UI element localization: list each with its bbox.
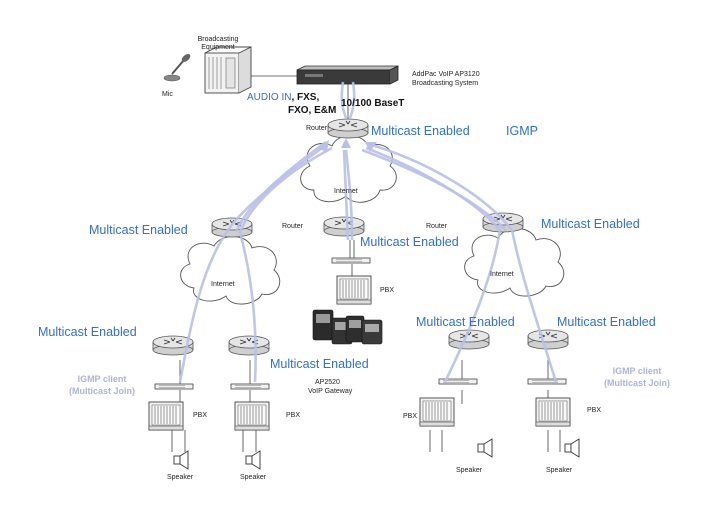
fxo-em-label: FXO, E&M — [288, 105, 336, 116]
voip-device-icon — [154, 383, 194, 390]
cloud-icon — [464, 228, 565, 297]
speaker-label: Speaker — [167, 474, 194, 481]
igmp-label: IGMP — [506, 124, 538, 138]
speaker-label: Speaker — [240, 474, 267, 481]
pbx-icon — [535, 397, 571, 427]
gateway-label: VoIP Gateway — [308, 388, 353, 395]
pbx-label: PBX — [193, 412, 207, 419]
audio-in-text: AUDIO IN — [247, 92, 291, 103]
router-label: Router — [426, 223, 448, 230]
microphone-icon — [163, 54, 191, 82]
internet-label: Internet — [334, 188, 358, 195]
pbx-label: PBX — [380, 287, 394, 294]
pbx-label: PBX — [587, 407, 601, 414]
router-label: Router — [282, 223, 304, 230]
multicast-enabled-label: Multicast Enabled — [360, 235, 459, 249]
multicast-enabled-label: Multicast Enabled — [89, 223, 188, 237]
router-icon — [228, 335, 270, 356]
multicast-enabled-label: Multicast Enabled — [557, 315, 656, 329]
igmp-client-label: IGMP client — [78, 374, 127, 384]
speaker-icon — [564, 438, 580, 458]
multicast-enabled-label: Multicast Enabled — [270, 357, 369, 371]
router-icon — [448, 329, 490, 350]
broadcasting-equipment-label: Equipment — [201, 44, 235, 51]
pbx-label: PBX — [286, 412, 300, 419]
router-icon — [323, 216, 365, 237]
pbx-icon — [419, 397, 455, 427]
voip-device-icon — [296, 65, 399, 85]
multicast-flow — [178, 81, 558, 383]
igmp-client-label: IGMP client — [613, 366, 662, 376]
pbx-icon — [336, 275, 372, 305]
internet-label: Internet — [490, 271, 514, 278]
speaker-icon — [173, 450, 189, 470]
broadcasting-equipment-icon — [204, 46, 252, 94]
speaker-icon — [477, 438, 493, 458]
addpac-label: AddPac VoIP AP3120 — [412, 71, 480, 78]
mic-label: Mic — [162, 91, 173, 98]
router-label: Router — [306, 125, 328, 132]
addpac-label: Broadcasting System — [412, 80, 478, 87]
speaker-label: Speaker — [456, 467, 483, 474]
router-icon — [327, 118, 369, 139]
speaker-label: Speaker — [546, 467, 573, 474]
multicast-enabled-label: Multicast Enabled — [541, 217, 640, 231]
multicast-enabled-label: Multicast Enabled — [416, 315, 515, 329]
gateway-label: AP2520 — [315, 379, 340, 386]
phone-icon — [312, 309, 383, 345]
igmp-client-label: (Multicast Join) — [604, 378, 670, 388]
internet-label: Internet — [211, 281, 235, 288]
broadcasting-equipment-label: Broadcasting — [198, 36, 239, 43]
voip-device-icon — [230, 383, 270, 390]
voip-device-icon — [331, 257, 371, 264]
multicast-enabled-label: Multicast Enabled — [371, 124, 470, 138]
pbx-label: PBX — [403, 413, 417, 420]
igmp-client-label: (Multicast Join) — [69, 386, 135, 396]
pbx-icon — [234, 401, 270, 431]
voip-device-icon — [527, 378, 567, 385]
pbx-icon — [148, 401, 184, 431]
baset-label: 10/100 BaseT — [341, 98, 404, 109]
fxs-text: , FXS, — [291, 92, 319, 103]
speaker-icon — [245, 450, 261, 470]
router-icon — [527, 329, 569, 350]
cloud-icon — [180, 236, 281, 305]
audio-in-label: AUDIO IN, FXS, — [247, 92, 319, 103]
multicast-enabled-label: Multicast Enabled — [38, 325, 137, 339]
